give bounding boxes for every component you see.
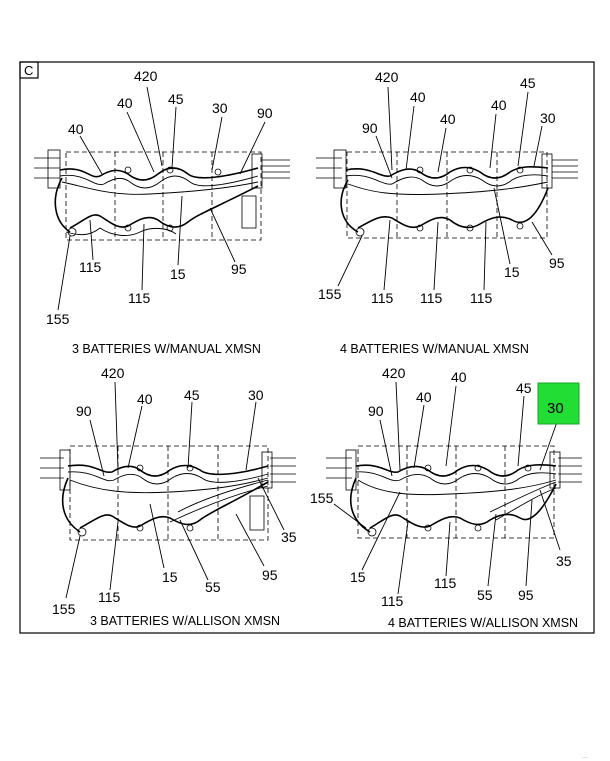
callout: 45 bbox=[516, 380, 532, 396]
battery-box bbox=[316, 149, 578, 239]
highlighted-callout-box[interactable] bbox=[537, 382, 580, 425]
cable-harness bbox=[61, 464, 269, 537]
callout: 40 bbox=[117, 95, 133, 111]
callout: 55 bbox=[477, 587, 493, 603]
callout: 55 bbox=[205, 579, 221, 595]
callout: 40 bbox=[137, 391, 153, 407]
panel-3-batteries-allison: 420 90 40 45 30 35 95 55 15 115 155 3 BA… bbox=[40, 365, 297, 628]
callout: 155 bbox=[52, 601, 76, 617]
cable-harness bbox=[349, 464, 557, 537]
callout: 35 bbox=[281, 529, 297, 545]
panel-caption: 3 BATTERIES W/ALLISON XMSN bbox=[90, 614, 280, 628]
leader-lines bbox=[337, 86, 553, 291]
highlighted-callout-label: 30 bbox=[547, 400, 564, 417]
callout: 95 bbox=[262, 567, 278, 583]
callout: 30 bbox=[540, 110, 556, 126]
callout: 95 bbox=[518, 587, 534, 603]
callout: 95 bbox=[549, 255, 565, 271]
panel-4-batteries-manual: 420 45 40 40 40 90 30 155 115 115 115 15… bbox=[316, 69, 578, 356]
callout: 15 bbox=[504, 264, 520, 280]
callout: 115 bbox=[371, 290, 394, 306]
callout: 40 bbox=[416, 389, 432, 405]
callout: 115 bbox=[98, 589, 121, 605]
callout: 40 bbox=[491, 97, 507, 113]
callout: 115 bbox=[470, 290, 493, 306]
callout: 420 bbox=[375, 69, 399, 85]
callout: 40 bbox=[451, 369, 467, 385]
panel-4-batteries-allison: 420 40 45 90 40 155 15 115 115 55 95 35 … bbox=[310, 365, 582, 630]
sheet-letter: C bbox=[24, 63, 33, 78]
callout: 15 bbox=[170, 266, 186, 282]
callout: 45 bbox=[168, 91, 184, 107]
callout: 115 bbox=[128, 290, 151, 306]
cable-harness bbox=[54, 166, 259, 237]
callout: 40 bbox=[440, 111, 456, 127]
callout: 40 bbox=[410, 89, 426, 105]
callout: 115 bbox=[434, 575, 457, 591]
diagram-frame bbox=[19, 61, 595, 634]
callout: 115 bbox=[79, 259, 102, 275]
callout: 420 bbox=[101, 365, 125, 381]
leader-lines bbox=[65, 381, 285, 599]
callout: 90 bbox=[257, 105, 273, 121]
callout: 115 bbox=[381, 593, 404, 609]
leader-lines bbox=[57, 86, 266, 311]
callout: 155 bbox=[310, 490, 334, 506]
callout: 155 bbox=[46, 311, 70, 327]
panel-caption: 3 BATTERIES W/MANUAL XMSN bbox=[72, 342, 261, 356]
callout: 40 bbox=[68, 121, 84, 137]
panel-3-batteries-manual: 420 40 45 30 90 40 115 115 15 95 155 3 B… bbox=[34, 68, 290, 356]
callout: 45 bbox=[520, 75, 536, 91]
panel-caption: 4 BATTERIES W/ALLISON XMSN bbox=[388, 616, 578, 630]
callout: 420 bbox=[134, 68, 158, 84]
sheet-letter-box bbox=[19, 61, 39, 79]
callout: 420 bbox=[382, 365, 406, 381]
callout: 30 bbox=[248, 387, 264, 403]
leader-lines bbox=[333, 381, 561, 595]
callout: 90 bbox=[76, 403, 92, 419]
callout: 90 bbox=[362, 120, 378, 136]
callout: 90 bbox=[368, 403, 384, 419]
callout: 15 bbox=[350, 569, 366, 585]
callout: 30 bbox=[212, 100, 228, 116]
callout: 155 bbox=[318, 286, 342, 302]
panel-caption: 4 BATTERIES W/MANUAL XMSN bbox=[340, 342, 529, 356]
callout: 115 bbox=[420, 290, 443, 306]
corner-mark: ... bbox=[582, 753, 588, 760]
callout: 95 bbox=[231, 261, 247, 277]
callout: 45 bbox=[184, 387, 200, 403]
battery-box bbox=[326, 445, 582, 539]
battery-box bbox=[40, 445, 296, 541]
callout: 15 bbox=[162, 569, 178, 585]
callout: 35 bbox=[556, 553, 572, 569]
cable-harness bbox=[340, 166, 549, 237]
battery-box bbox=[34, 149, 290, 241]
